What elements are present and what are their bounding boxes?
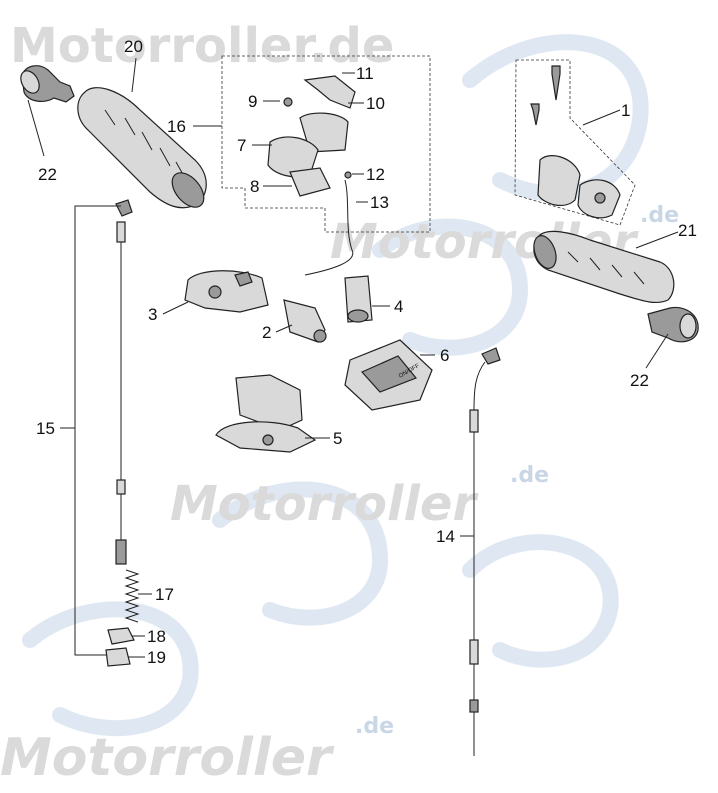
part-bar-end-left: [20, 65, 75, 103]
watermark-text-bottom: Motorroller: [0, 728, 335, 788]
callout-15: 15: [36, 419, 55, 438]
watermark-text-center: Motorroller: [170, 476, 479, 532]
callout-18: 18: [147, 627, 166, 646]
cable-adjuster: [116, 479, 126, 495]
leader-lines: [27, 57, 679, 658]
throttle-cable-head: [481, 347, 501, 365]
part-bar-end-right: [647, 306, 699, 343]
watermark-scooter-swoosh: [212, 481, 389, 626]
part-lever-mount: [299, 112, 349, 153]
callout-6: 6: [440, 346, 449, 365]
part-brake-lever: [303, 75, 356, 109]
part-right-grip: [533, 230, 675, 304]
part-on-off-switch: ON/OFF: [344, 339, 433, 411]
part-clip-18: [107, 627, 135, 645]
callout-14: 14: [436, 527, 455, 546]
part-throttle-housing: [514, 59, 636, 226]
watermark-layer: Motorroller.de Motorroller .de Motorroll…: [0, 18, 679, 788]
callout-19: 19: [147, 648, 166, 667]
callout-9: 9: [248, 92, 257, 111]
watermark-scooter-swoosh: [462, 534, 619, 668]
watermark-text-top: Motorroller.de: [10, 18, 394, 74]
cable-end-boot: [115, 539, 127, 565]
part-switch-plate: [289, 167, 331, 197]
throttle-housing-boundary: [514, 59, 636, 226]
part-small-screw: [344, 171, 352, 179]
part-switch-housing-5: [215, 374, 317, 453]
assembly-16-boundary: [221, 55, 431, 233]
callout-22-left: 22: [38, 165, 57, 184]
callout-10: 10: [366, 94, 385, 113]
callout-8: 8: [250, 177, 259, 196]
part-screw: [283, 97, 293, 107]
callout-labels: 20 22 1 21 22 16 9 11 10 7 8 12 13 3 2 4…: [36, 37, 697, 667]
callout-21: 21: [678, 221, 697, 240]
callout-16: 16: [167, 117, 186, 136]
watermark-suffix-center: .de: [510, 463, 549, 488]
cable-head: [115, 199, 133, 217]
part-switch-housing-3: [184, 270, 269, 313]
part-switch-2: [283, 299, 327, 343]
callout-5: 5: [333, 429, 342, 448]
callout-11: 11: [356, 64, 374, 83]
part-switch-wire: [304, 179, 354, 276]
callout-4: 4: [394, 297, 403, 316]
callout-1: 1: [621, 101, 630, 120]
part-left-grip: [77, 87, 207, 209]
callout-22-right: 22: [630, 371, 649, 390]
part-spring: [124, 569, 140, 623]
callout-20: 20: [124, 37, 143, 56]
callout-17: 17: [155, 585, 174, 604]
callout-2: 2: [262, 323, 271, 342]
callout-12: 12: [366, 165, 385, 184]
callout-3: 3: [148, 305, 157, 324]
watermark-suffix-bottom: .de: [355, 714, 394, 739]
part-switch-4: [344, 275, 373, 323]
cable-ferrule: [116, 221, 126, 243]
callout-7: 7: [237, 136, 246, 155]
part-nut-19: [105, 647, 131, 667]
watermark-scooter-swoosh: [22, 601, 199, 737]
part-brake-cable: [115, 199, 133, 565]
part-brake-lever-assembly: [267, 75, 356, 276]
watermark-suffix-mid: .de: [640, 203, 679, 228]
callout-13: 13: [370, 193, 389, 212]
